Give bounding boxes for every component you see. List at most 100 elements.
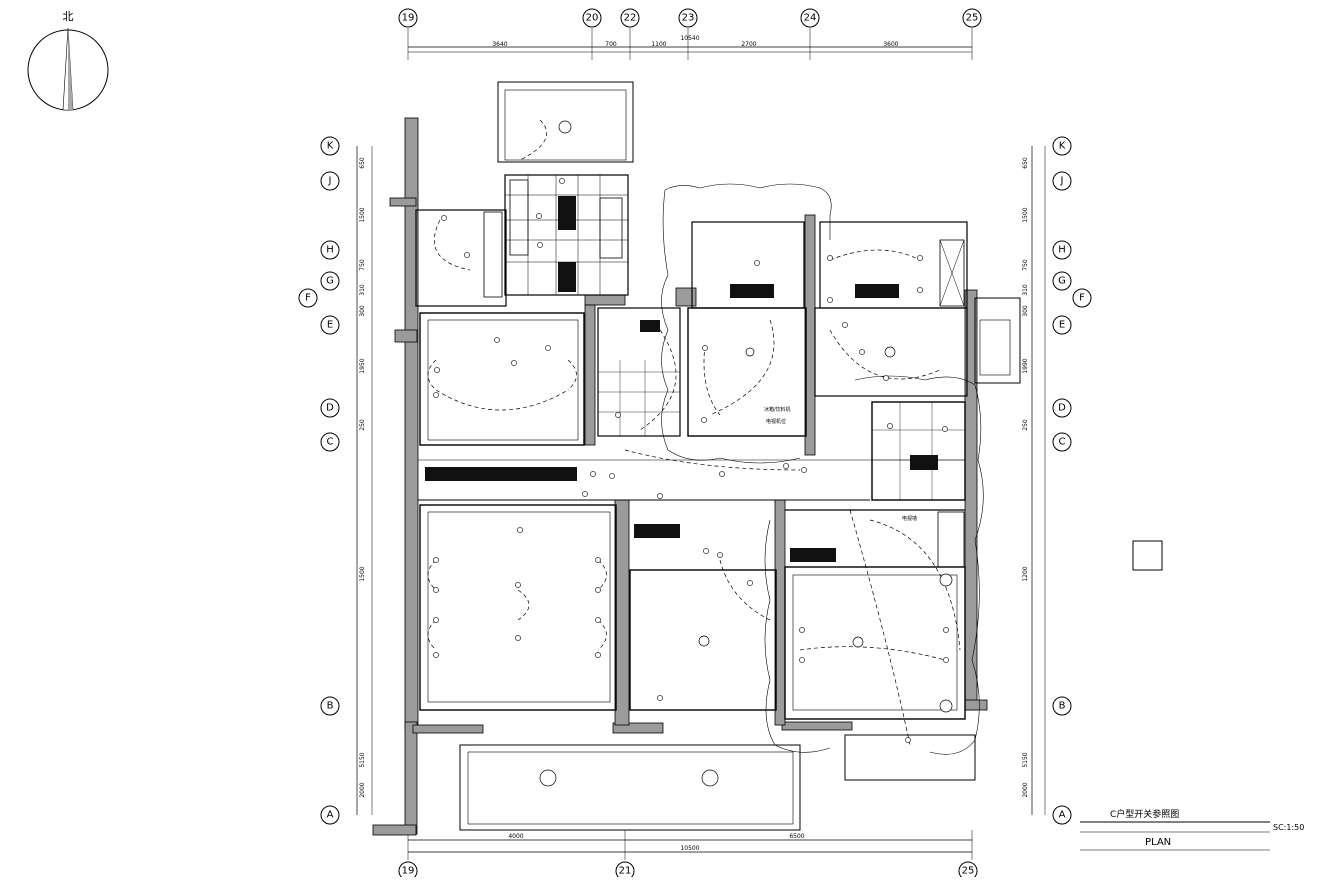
switch-marker (783, 463, 789, 469)
switch-marker (545, 345, 551, 351)
switch-marker (433, 587, 439, 593)
svg-text:19: 19 (402, 13, 415, 24)
svg-text:23: 23 (682, 13, 695, 24)
switch-marker (703, 548, 709, 554)
switch-marker (657, 695, 663, 701)
dim-right-2: 750 (1022, 259, 1029, 271)
switch-marker (942, 426, 948, 432)
switch-marker (511, 360, 517, 366)
room-note-tv-wall: 电视墙 (902, 515, 917, 522)
svg-text:E: E (327, 320, 333, 331)
svg-text:K: K (327, 141, 334, 152)
switch-marker (943, 657, 949, 663)
switch-marker (595, 557, 601, 563)
svg-text:25: 25 (966, 13, 979, 24)
switch-markers (433, 178, 949, 743)
switch-marker (719, 471, 725, 477)
switch-marker (537, 242, 543, 248)
axis-bubble-top-25: 25 (962, 8, 982, 28)
axis-bubble-left-D: D (320, 398, 340, 418)
svg-text:21: 21 (619, 866, 632, 877)
dim-left-7: 1500 (359, 566, 366, 581)
switch-marker (494, 337, 500, 343)
title-block: C户型开关参照图 SC:1:50 PLAN (1080, 808, 1304, 851)
svg-text:F: F (305, 293, 311, 304)
switch-marker (801, 467, 807, 473)
bath-tiles (598, 239, 965, 568)
switch-marker (905, 737, 911, 743)
switch-wiring (427, 119, 961, 746)
dim-left-3: 310 (359, 284, 366, 296)
drawing-scale: SC:1:50 (1273, 823, 1304, 832)
top-dimension-line (407, 28, 973, 60)
dim-bottom-0: 4000 (508, 833, 523, 840)
north-label: 北 (63, 10, 74, 23)
dim-left-5: 1950 (359, 358, 366, 373)
svg-text:K: K (1059, 141, 1066, 152)
svg-text:G: G (1058, 276, 1066, 287)
switch-marker (433, 392, 439, 398)
room-note-tv: 电视机位 (766, 418, 786, 425)
axis-bubble-left-B: B (320, 696, 340, 716)
switch-marker (433, 617, 439, 623)
dim-left-1: 1500 (359, 207, 366, 222)
axis-bubble-left-H: H (320, 240, 340, 260)
switch-marker (917, 255, 923, 261)
room-note-fridge: 冰箱/饮料机 (764, 406, 791, 413)
switch-marker (615, 412, 621, 418)
dim-left-8: 5150 (359, 752, 366, 767)
switch-marker (887, 423, 893, 429)
dim-top-3: 2700 (741, 41, 756, 48)
axis-bubble-left-A: A (320, 805, 340, 825)
dim-left-0: 650 (359, 157, 366, 169)
svg-text:A: A (1059, 810, 1066, 821)
switch-marker (657, 493, 663, 499)
switch-marker (702, 345, 708, 351)
dim-right-5: 1990 (1022, 358, 1029, 373)
dim-left-9: 2000 (359, 782, 366, 797)
axis-bubble-top-20: 20 (582, 8, 602, 28)
axis-bubble-left-G: G (320, 271, 340, 291)
right-dimension-line (1031, 146, 1046, 815)
room-outlines (415, 81, 1021, 831)
axis-bubble-right-D: D (1052, 398, 1072, 418)
switch-marker (515, 635, 521, 641)
svg-text:B: B (1059, 701, 1066, 712)
axis-bubble-left-C: C (320, 432, 340, 452)
switch-marker (827, 297, 833, 303)
dim-right-9: 2000 (1022, 782, 1029, 797)
svg-text:20: 20 (586, 13, 599, 24)
dim-top-total: 10540 (680, 35, 699, 42)
svg-text:19: 19 (402, 866, 415, 877)
switch-marker (559, 178, 565, 184)
svg-text:G: G (326, 276, 334, 287)
switch-marker (701, 417, 707, 423)
switch-marker (827, 255, 833, 261)
switch-marker (943, 627, 949, 633)
switch-marker (747, 580, 753, 586)
dim-top-2: 1100 (651, 41, 666, 48)
axis-bubble-left-F: F (298, 288, 318, 308)
kitchen-tiles (483, 175, 628, 298)
switch-marker (595, 617, 601, 623)
dim-right-3: 310 (1022, 284, 1029, 296)
svg-text:H: H (326, 245, 334, 256)
plan-label: PLAN (1145, 837, 1171, 848)
axis-bubble-left-K: K (320, 136, 340, 156)
north-arrow: 北 (27, 10, 109, 111)
switch-marker (515, 582, 521, 588)
axis-bubble-right-C: C (1052, 432, 1072, 452)
switch-marker (842, 322, 848, 328)
dim-right-6: 250 (1022, 419, 1029, 431)
dim-left-6: 250 (359, 419, 366, 431)
revision-clouds (661, 183, 984, 755)
axis-bubble-right-A: A (1052, 805, 1072, 825)
axis-bubble-left-J: J (320, 171, 340, 191)
switch-marker (433, 557, 439, 563)
dim-bottom-total: 10500 (680, 845, 699, 852)
